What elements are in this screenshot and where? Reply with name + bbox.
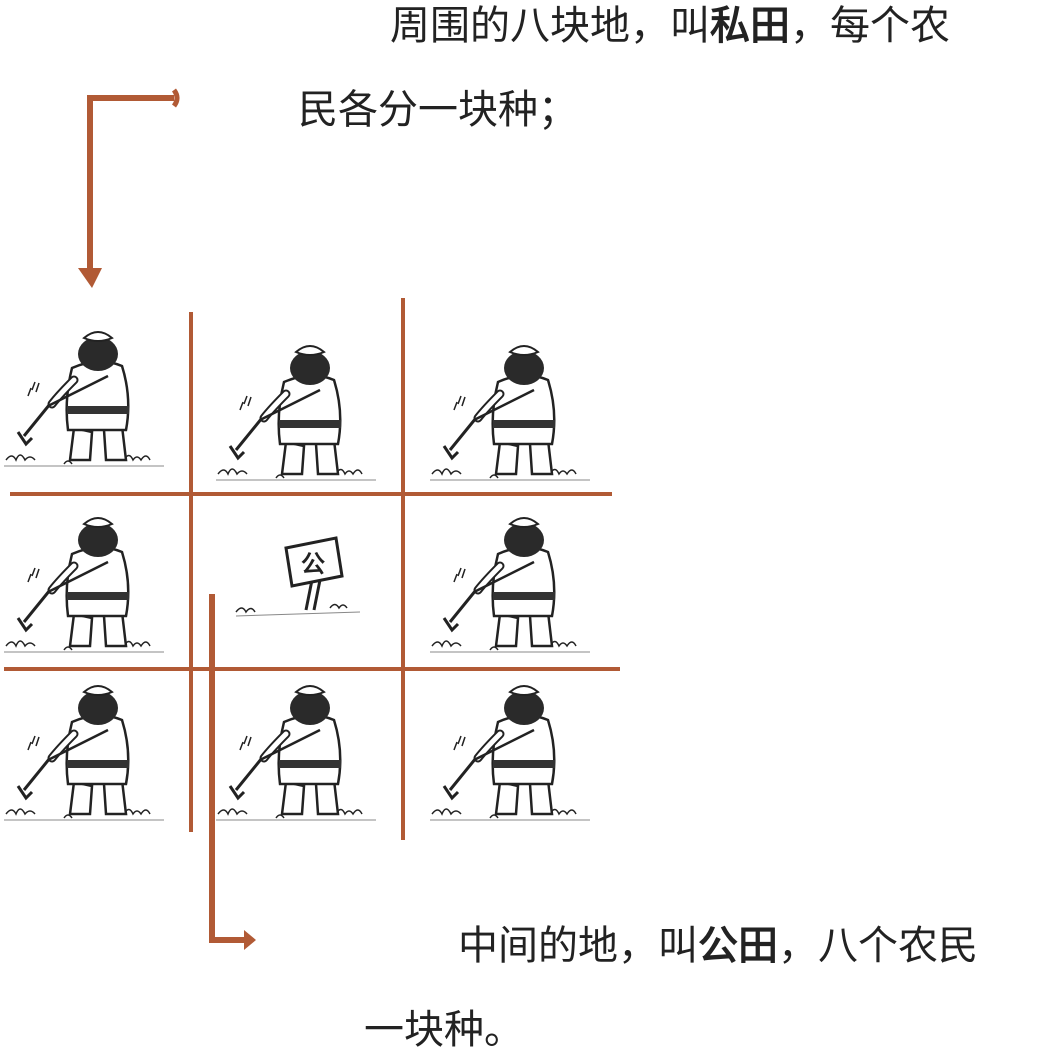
farmer-icon xyxy=(430,518,590,652)
caption-text: ，八个农民 xyxy=(778,923,978,969)
caption-text: 周围的八块地，叫 xyxy=(390,3,710,49)
caption-public-field-line1: 中间的地，叫公田，八个农民 xyxy=(458,922,978,970)
caption-private-field-line2: 民各分一块种； xyxy=(298,87,578,133)
caption-text: ，每个农 xyxy=(790,3,950,49)
farmer-icon xyxy=(4,686,164,820)
term-public-field: 公田 xyxy=(698,923,778,969)
farmer-icon xyxy=(4,518,164,652)
sign-label: 公 xyxy=(301,550,325,578)
arrow-down-icon xyxy=(78,88,180,288)
farmer-icon xyxy=(216,686,376,820)
farmer-icon xyxy=(430,686,590,820)
farmer-icon xyxy=(4,332,164,466)
farmer-icon xyxy=(216,346,376,480)
caption-text: 中间的地，叫 xyxy=(458,923,698,969)
caption-private-field-line1: 周围的八块地，叫私田，每个农 xyxy=(390,2,950,50)
farmer-icon xyxy=(430,346,590,480)
field-grid xyxy=(4,298,620,840)
signpost-icon: 公 xyxy=(235,536,361,617)
arrow-right-icon xyxy=(209,594,256,950)
caption-public-field-line2: 一块种。 xyxy=(364,1007,524,1053)
term-private-field: 私田 xyxy=(710,3,790,49)
